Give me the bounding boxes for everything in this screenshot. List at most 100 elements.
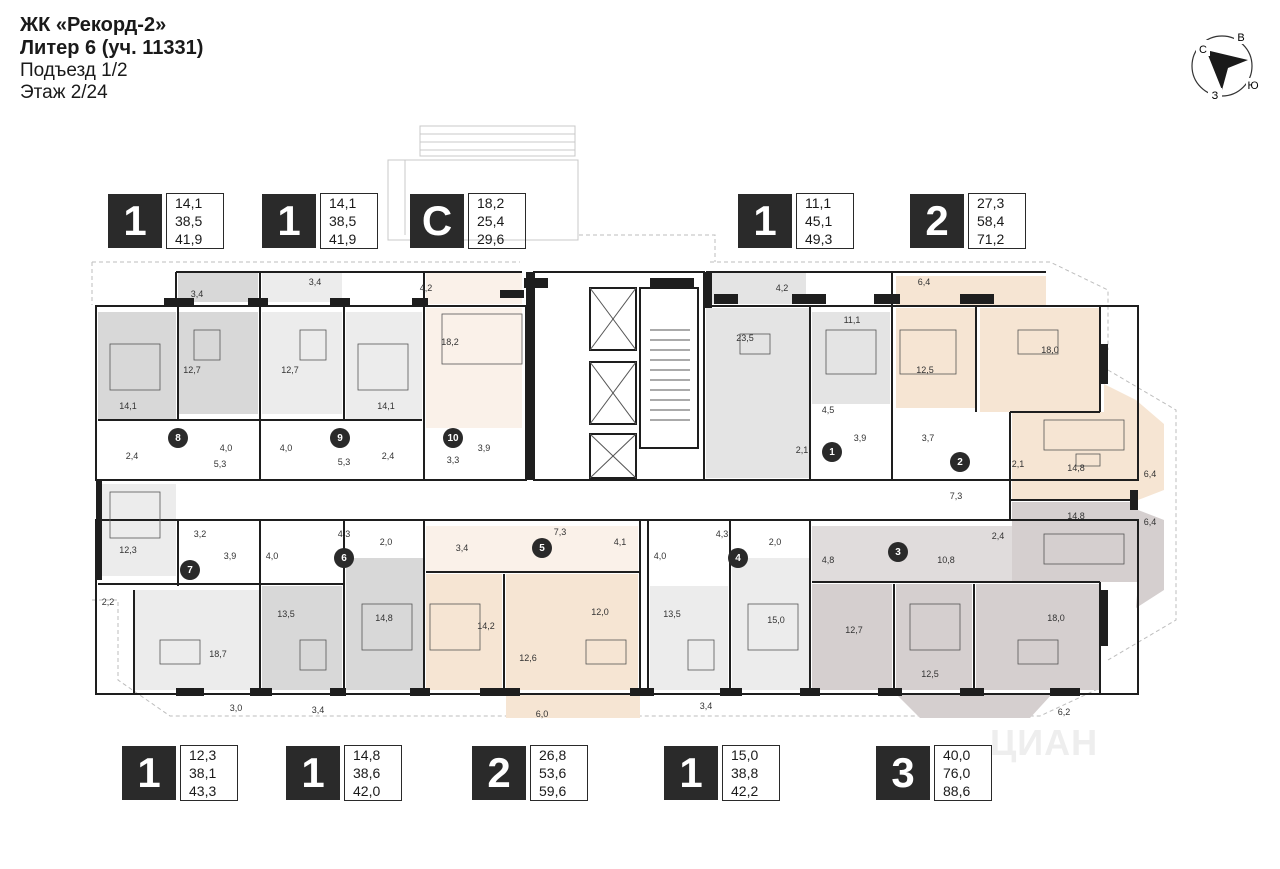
room-area-label: 5,3 — [337, 457, 351, 467]
unit-areas: 14,8 38,6 42,0 — [344, 745, 402, 801]
room-area-label: 14,1 — [377, 401, 395, 411]
floor-label: Этаж 2/24 — [20, 82, 108, 103]
room-area-label: 14,2 — [477, 621, 495, 631]
watermark: ЦИАН — [990, 722, 1099, 763]
room-area-label: 4,2 — [775, 283, 789, 293]
room-area-label: 13,5 — [277, 609, 295, 619]
room-area-label: 18,0 — [1041, 345, 1059, 355]
unit-type-badge: 2 — [472, 746, 526, 800]
unit-type-badge: 1 — [262, 194, 316, 248]
living-area: 12,3 — [189, 747, 217, 763]
full-area: 42,0 — [353, 783, 381, 799]
apartment-number-marker[interactable]: 1 — [822, 442, 842, 462]
room-area-label: 6,0 — [535, 709, 549, 719]
unit-areas: 14,1 38,5 41,9 — [320, 193, 378, 249]
room-area-label: 4,5 — [821, 405, 835, 415]
unit-areas: 11,1 45,1 49,3 — [796, 193, 854, 249]
apartment-number-marker[interactable]: 4 — [728, 548, 748, 568]
room-area-label: 3,9 — [223, 551, 237, 561]
room-area-label: 3,0 — [229, 703, 243, 713]
unit-areas: 14,1 38,5 41,9 — [166, 193, 224, 249]
room-area-label: 2,4 — [381, 451, 395, 461]
apartment-number-marker[interactable]: 6 — [334, 548, 354, 568]
room-area-label: 2,4 — [991, 531, 1005, 541]
living-area: 18,2 — [477, 195, 505, 211]
unit-type-badge: 1 — [122, 746, 176, 800]
apartment-number-marker[interactable]: 3 — [888, 542, 908, 562]
room-area-label: 3,9 — [853, 433, 867, 443]
room-area-label: 5,3 — [213, 459, 227, 469]
unit-areas: 26,8 53,6 59,6 — [530, 745, 588, 801]
compass-north: С — [1199, 44, 1207, 56]
room-area-label: 12,0 — [591, 607, 609, 617]
full-area: 71,2 — [977, 231, 1005, 247]
room-area-label: 2,1 — [795, 445, 809, 455]
room-area-label: 3,9 — [477, 443, 491, 453]
unit-areas: 12,3 38,1 43,3 — [180, 745, 238, 801]
apartment-number-marker[interactable]: 7 — [180, 560, 200, 580]
unit-areas: 40,0 76,0 88,6 — [934, 745, 992, 801]
room-area-label: 7,3 — [949, 491, 963, 501]
room-area-label: 3,4 — [190, 289, 204, 299]
liter-name: Литер 6 (уч. 11331) — [20, 37, 204, 59]
full-area: 41,9 — [329, 231, 357, 247]
living-area: 40,0 — [943, 747, 971, 763]
apartment-number-marker[interactable]: 10 — [443, 428, 463, 448]
total-area: 38,1 — [189, 765, 217, 781]
living-area: 26,8 — [539, 747, 567, 763]
room-area-label: 12,5 — [916, 365, 934, 375]
total-area: 25,4 — [477, 213, 505, 229]
compass-east: В — [1237, 32, 1244, 44]
room-area-label: 11,1 — [843, 315, 861, 325]
compass-arrow-icon — [1206, 50, 1248, 90]
total-area: 58,4 — [977, 213, 1005, 229]
full-area: 43,3 — [189, 783, 217, 799]
living-area: 27,3 — [977, 195, 1005, 211]
unit-type-badge: 1 — [108, 194, 162, 248]
header: ЖК «Рекорд-2» Литер 6 (уч. 11331) Подъез… — [20, 14, 203, 104]
total-area: 76,0 — [943, 765, 971, 781]
living-area: 11,1 — [805, 195, 832, 211]
room-area-label: 15,0 — [767, 615, 785, 625]
apartment-number-marker[interactable]: 8 — [168, 428, 188, 448]
full-area: 88,6 — [943, 783, 971, 799]
full-area: 42,2 — [731, 783, 759, 799]
room-area-label: 4,3 — [337, 529, 351, 539]
room-fills — [98, 272, 1164, 718]
compass-west: З — [1212, 90, 1219, 102]
room-area-label: 14,8 — [375, 613, 393, 623]
room-area-label: 6,4 — [917, 277, 931, 287]
room-area-label: 4,8 — [821, 555, 835, 565]
total-area: 53,6 — [539, 765, 567, 781]
room-area-label: 12,6 — [519, 653, 537, 663]
total-area: 38,6 — [353, 765, 381, 781]
staircase — [589, 287, 690, 479]
compass-south: Ю — [1247, 80, 1258, 92]
room-area-label: 3,3 — [446, 455, 460, 465]
total-area: 38,8 — [731, 765, 759, 781]
room-area-label: 3,4 — [455, 543, 469, 553]
room-area-label: 12,7 — [281, 365, 299, 375]
room-area-label: 2,1 — [1011, 459, 1025, 469]
wall-blocks — [96, 272, 1138, 696]
room-area-label: 10,8 — [937, 555, 955, 565]
living-area: 14,8 — [353, 747, 381, 763]
room-area-label: 4,3 — [715, 529, 729, 539]
unit-type-badge: 3 — [876, 746, 930, 800]
apartment-number-marker[interactable]: 9 — [330, 428, 350, 448]
room-area-label: 2,0 — [768, 537, 782, 547]
living-area: 14,1 — [175, 195, 203, 211]
room-area-label: 3,4 — [699, 701, 713, 711]
apartment-number-marker[interactable]: 5 — [532, 538, 552, 558]
room-area-label: 4,0 — [219, 443, 233, 453]
room-area-label: 12,3 — [119, 545, 137, 555]
unit-type-badge: 2 — [910, 194, 964, 248]
apartment-number-marker[interactable]: 2 — [950, 452, 970, 472]
unit-areas: 27,3 58,4 71,2 — [968, 193, 1026, 249]
room-area-label: 4,0 — [279, 443, 293, 453]
complex-name: ЖК «Рекорд-2» — [20, 14, 167, 36]
room-area-label: 13,5 — [663, 609, 681, 619]
room-area-label: 4,0 — [653, 551, 667, 561]
room-area-label: 3,7 — [921, 433, 935, 443]
room-area-label: 3,4 — [311, 705, 325, 715]
